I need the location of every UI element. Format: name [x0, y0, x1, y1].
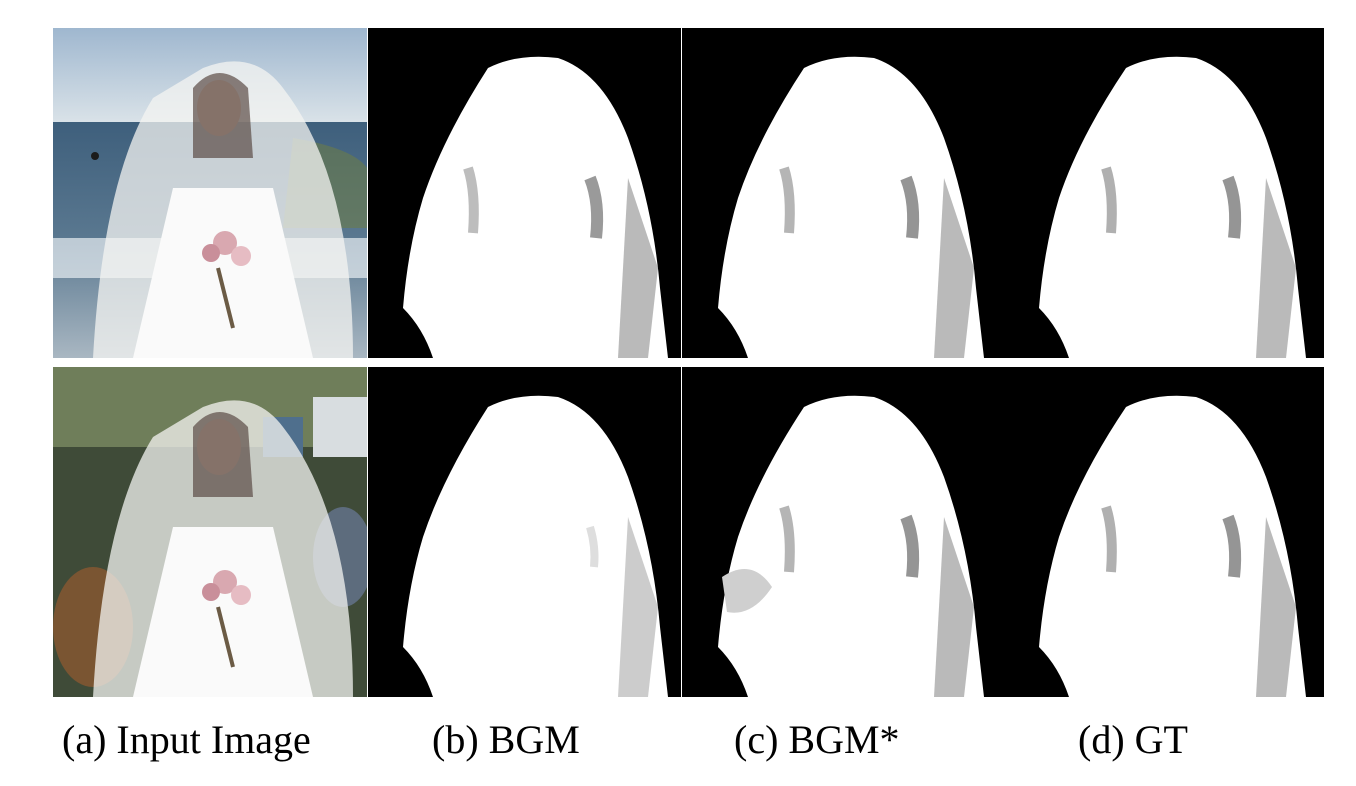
- bgm-alpha-matte-2: [368, 367, 681, 697]
- caption-input-image: (a) Input Image: [62, 717, 311, 762]
- bride-figure: [93, 400, 353, 697]
- bride-figure: [93, 61, 353, 358]
- bgm-star-alpha-matte-1: [682, 28, 1002, 358]
- input-image-beach: [53, 28, 367, 358]
- caption-bgm: (b) BGM: [432, 717, 580, 762]
- input-image-zoo: [53, 367, 367, 697]
- caption-gt: (d) GT: [1078, 717, 1188, 762]
- caption-bgm-star: (c) BGM*: [734, 717, 900, 762]
- bgm-star-alpha-matte-2: [682, 367, 1002, 697]
- bgm-alpha-matte-1: [368, 28, 681, 358]
- gt-alpha-matte-1: [1002, 28, 1324, 358]
- gt-alpha-matte-2: [1002, 367, 1324, 697]
